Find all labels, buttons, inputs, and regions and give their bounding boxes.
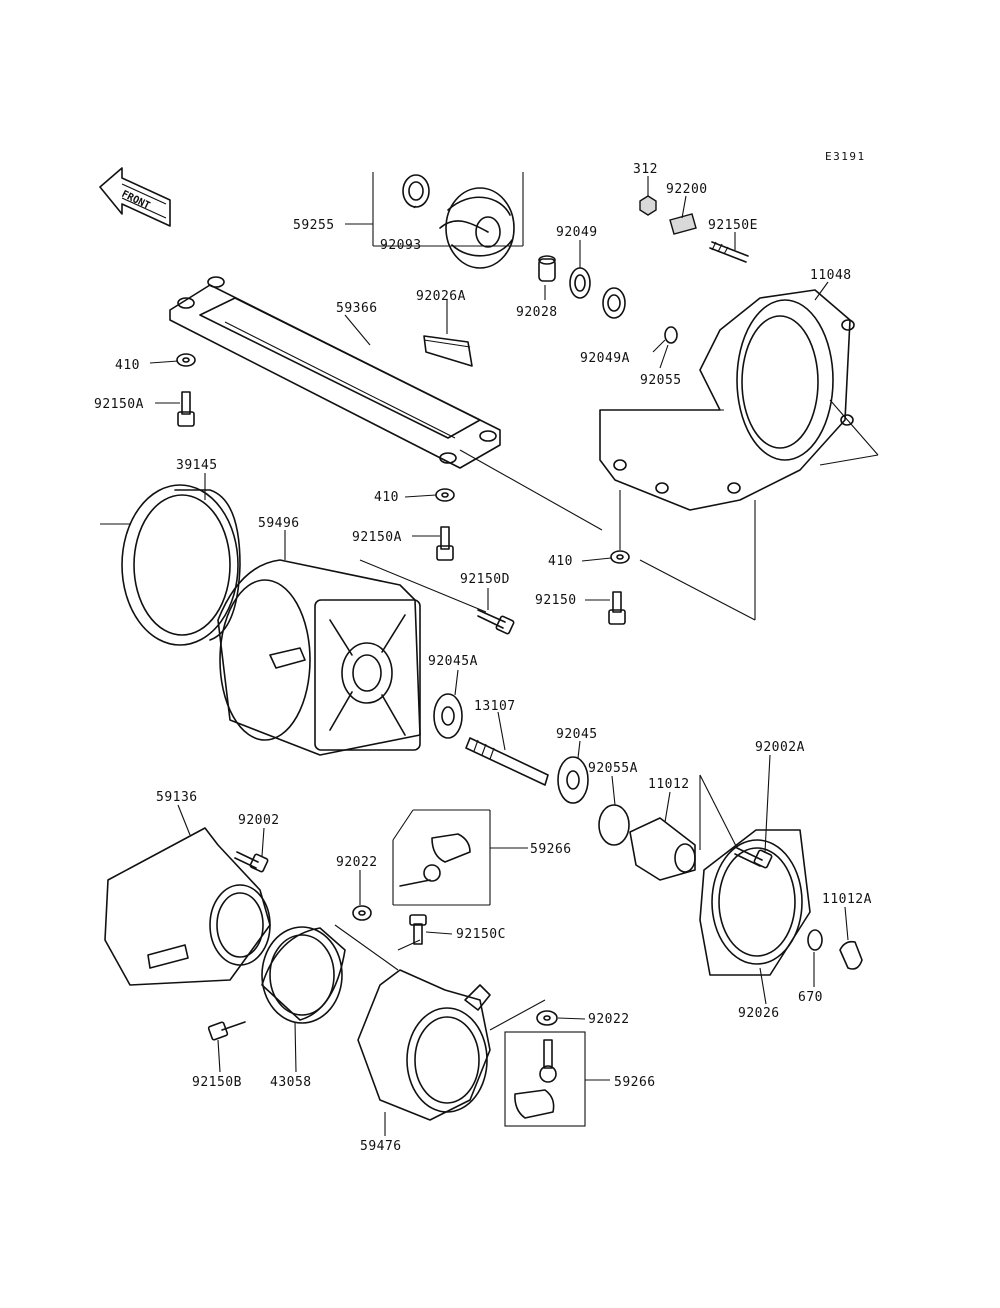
label-410-a: 410 xyxy=(115,358,140,373)
label-13107: 13107 xyxy=(474,699,516,714)
o-ring-92055A xyxy=(598,804,630,846)
nozzle-cover-59136 xyxy=(104,827,271,986)
label-92002A: 92002A xyxy=(755,740,805,755)
seals-92049 xyxy=(569,267,626,319)
label-92026: 92026 xyxy=(738,1006,780,1021)
washer-410-c xyxy=(610,550,630,564)
plate-92200 xyxy=(669,213,697,235)
label-92150A-b: 92150A xyxy=(352,530,402,545)
label-92055A: 92055A xyxy=(588,761,638,776)
fitting-59266-a xyxy=(392,809,528,906)
label-410-b: 410 xyxy=(374,490,399,505)
nozzle-59476 xyxy=(357,969,546,1121)
bolt-92150A-b xyxy=(436,526,454,561)
label-92150E: 92150E xyxy=(708,218,758,233)
label-59255: 59255 xyxy=(293,218,335,233)
label-92022-b: 92022 xyxy=(588,1012,630,1027)
ring-39145 xyxy=(100,484,241,646)
label-59366: 59366 xyxy=(336,301,378,316)
label-92150A-a: 92150A xyxy=(94,397,144,412)
label-410-c: 410 xyxy=(548,554,573,569)
bushing-92028 xyxy=(538,255,556,282)
label-670: 670 xyxy=(798,990,823,1005)
bolt-92002 xyxy=(234,851,269,873)
pump-housing-59496 xyxy=(217,559,421,756)
plug-11012A xyxy=(839,940,863,970)
label-43058: 43058 xyxy=(270,1075,312,1090)
washer-92022-a xyxy=(352,905,372,921)
bearing-92045A xyxy=(433,693,463,739)
o-ring-92055 xyxy=(664,326,678,344)
label-92049: 92049 xyxy=(556,225,598,240)
washer-410-a xyxy=(176,353,196,367)
label-11012: 11012 xyxy=(648,777,690,792)
diagram-code: E3191 xyxy=(825,150,866,163)
label-11048: 11048 xyxy=(810,268,852,283)
label-92045: 92045 xyxy=(556,727,598,742)
bolt-92150 xyxy=(608,591,626,625)
washer-410-b xyxy=(435,488,455,502)
label-92049A: 92049A xyxy=(580,351,630,366)
cap-11012 xyxy=(629,817,696,881)
label-92150B: 92150B xyxy=(192,1075,242,1090)
bracket-59366 xyxy=(169,276,501,469)
label-59136: 59136 xyxy=(156,790,198,805)
label-92150: 92150 xyxy=(535,593,577,608)
fitting-59266-b xyxy=(504,1031,610,1127)
label-92093: 92093 xyxy=(380,238,422,253)
washer-92022-b xyxy=(536,1010,558,1026)
label-59496: 59496 xyxy=(258,516,300,531)
pump-cover-11048 xyxy=(599,289,879,511)
label-59266-b: 59266 xyxy=(614,1075,656,1090)
bearing-92045 xyxy=(557,756,589,804)
impeller-group xyxy=(345,172,524,269)
bolt-92150C xyxy=(409,914,427,945)
gasket-92026 xyxy=(699,829,811,976)
bolt-92150A-a xyxy=(177,391,195,427)
label-92150D: 92150D xyxy=(460,572,510,587)
bolt-92002A xyxy=(734,847,773,869)
o-ring-670 xyxy=(807,929,823,951)
label-59476: 59476 xyxy=(360,1139,402,1154)
label-59266-a: 59266 xyxy=(530,842,572,857)
shaft-13107 xyxy=(465,737,549,786)
front-arrow-icon: FRONT xyxy=(99,167,171,227)
label-92028: 92028 xyxy=(516,305,558,320)
label-92026A: 92026A xyxy=(416,289,466,304)
stud-92150E xyxy=(709,241,749,263)
label-92045A: 92045A xyxy=(428,654,478,669)
label-11012A: 11012A xyxy=(822,892,872,907)
plate-92026A xyxy=(423,335,473,367)
leader-lines xyxy=(149,176,849,1136)
label-39145: 39145 xyxy=(176,458,218,473)
label-92055: 92055 xyxy=(640,373,682,388)
label-312: 312 xyxy=(633,162,658,177)
ring-43058 xyxy=(261,926,346,1024)
label-92200: 92200 xyxy=(666,182,708,197)
bolt-92150B xyxy=(207,1021,246,1041)
label-92150C: 92150C xyxy=(456,927,506,942)
bolt-92150D xyxy=(477,609,515,635)
label-92002: 92002 xyxy=(238,813,280,828)
nut-312 xyxy=(639,195,657,216)
label-92022-a: 92022 xyxy=(336,855,378,870)
